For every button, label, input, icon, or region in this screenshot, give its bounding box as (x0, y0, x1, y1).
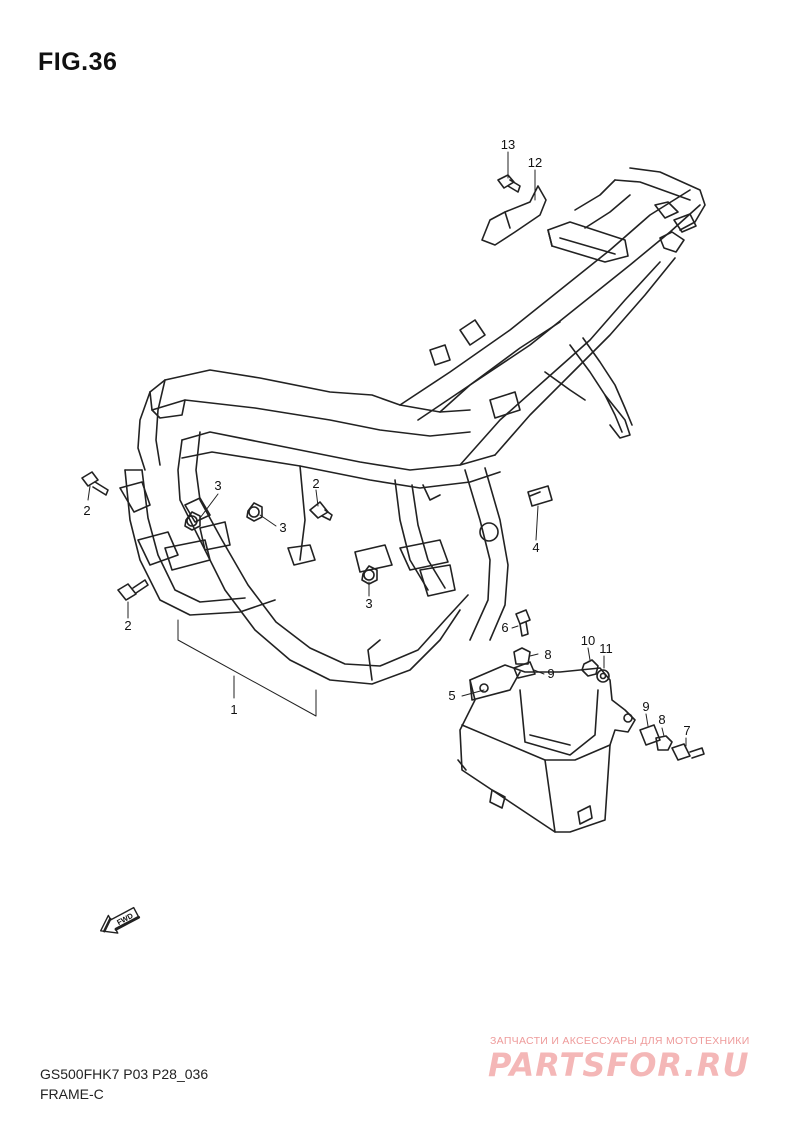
callout-3: 3 (214, 478, 221, 493)
callout-2: 2 (124, 618, 131, 633)
fwd-arrow-icon: FWD (99, 906, 141, 934)
callout-5: 5 (448, 688, 455, 703)
callout-labels: 13 12 2 3 2 3 4 2 3 6 8 10 11 9 5 9 7 8 … (83, 137, 690, 738)
callout-10: 10 (581, 633, 595, 648)
callout-9: 9 (547, 666, 554, 681)
callout-6: 6 (501, 620, 508, 635)
callout-leader-lines (87, 151, 687, 747)
callout-8: 8 (544, 647, 551, 662)
callout-3: 3 (365, 596, 372, 611)
main-frame-drawing (119, 167, 706, 685)
callout-2: 2 (83, 503, 90, 518)
figure-title: FIG.36 (38, 48, 118, 76)
diagram-code: GS500FHK7 P03 P28_036 (40, 1066, 209, 1082)
callout-8: 8 (658, 712, 665, 727)
callout-4: 4 (532, 540, 539, 555)
watermark-tagline: ЗАПЧАСТИ И АКСЕССУАРЫ ДЛЯ МОТОТЕХНИКИ (490, 1035, 750, 1047)
battery-case-drawing (457, 664, 636, 833)
hardware-parts-drawing (81, 174, 705, 761)
callout-13: 13 (501, 137, 515, 152)
callout-12: 12 (528, 155, 542, 170)
callout-11: 11 (599, 641, 613, 656)
diagram-name: FRAME-C (40, 1086, 104, 1102)
callout-3: 3 (279, 520, 286, 535)
callout-9: 9 (642, 699, 649, 714)
callout-7: 7 (683, 723, 690, 738)
callout-1: 1 (230, 702, 237, 717)
callout-2: 2 (312, 476, 319, 491)
watermark-logo: PARTSFOR.RU (488, 1046, 750, 1084)
